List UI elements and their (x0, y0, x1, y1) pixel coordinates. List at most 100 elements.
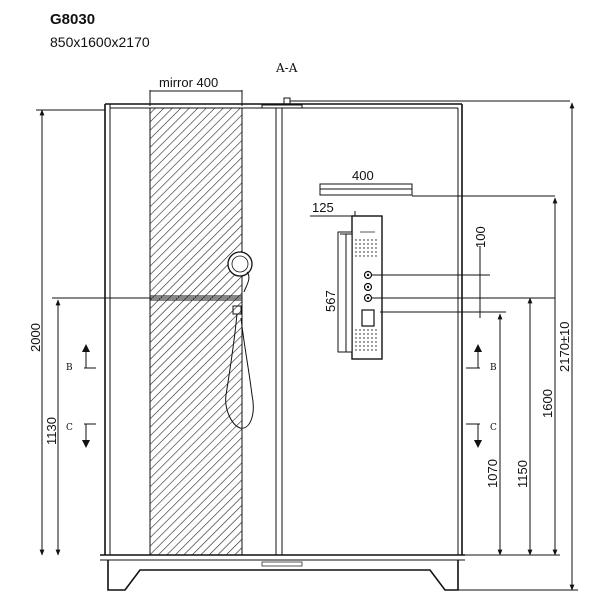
nozzle-dot (359, 349, 361, 351)
nozzle-dot (367, 247, 369, 249)
body-jet-nozzles (355, 239, 377, 351)
nozzle-dot (371, 345, 373, 347)
nozzle-dot (363, 333, 365, 335)
nozzle-dot (371, 341, 373, 343)
nozzle-dot (359, 337, 361, 339)
nozzle-dot (375, 247, 377, 249)
nozzle-dot (371, 329, 373, 331)
nozzle-dot (363, 349, 365, 351)
nozzle-dot (371, 349, 373, 351)
nozzle-dot (363, 337, 365, 339)
nozzle-dot (367, 329, 369, 331)
cabin-frame (100, 103, 465, 561)
panel-offset-label: 125 (312, 200, 334, 215)
nozzle-dot (359, 333, 361, 335)
nozzle-dot (355, 341, 357, 343)
section-c-right-label: C (490, 423, 497, 433)
nozzle-dot (359, 251, 361, 253)
nozzle-dot (363, 239, 365, 241)
section-c-left-label: C (66, 423, 73, 433)
nozzle-dot (359, 329, 361, 331)
nozzle-dot (371, 243, 373, 245)
section-title: A-A (275, 61, 298, 75)
section-mark-right-b (466, 344, 482, 369)
control-spacing-label: 100 (473, 226, 488, 248)
mirror-label: mirror 400 (159, 75, 218, 90)
nozzle-dot (363, 345, 365, 347)
nozzle-dot (355, 239, 357, 241)
right-outer-label: 1600 (540, 389, 555, 418)
nozzle-dot (375, 341, 377, 343)
nozzle-dot (355, 345, 357, 347)
shower-tray (107, 560, 459, 591)
nozzle-dot (375, 329, 377, 331)
mirror-panel (149, 107, 243, 556)
left-mid-label: 1130 (44, 417, 59, 445)
nozzle-dot (363, 341, 365, 343)
mirror-dimension (149, 90, 243, 106)
panel-height-dimension (340, 233, 352, 353)
nozzle-dot (375, 255, 377, 257)
total-height-label: 2170±10 (557, 321, 572, 372)
nozzle-dot (355, 349, 357, 351)
nozzle-dot (371, 337, 373, 339)
left-dimensions (36, 109, 242, 556)
nozzle-dot (367, 243, 369, 245)
top-panel-dimension (319, 183, 555, 197)
nozzle-dot (359, 341, 361, 343)
model-title: G8030 (50, 11, 95, 28)
nozzle-dot (367, 333, 369, 335)
nozzle-dot (375, 337, 377, 339)
nozzle-dot (371, 255, 373, 257)
nozzle-dot (371, 251, 373, 253)
section-mark-left-b (82, 344, 96, 369)
nozzle-dot (375, 345, 377, 347)
nozzle-dot (359, 345, 361, 347)
nozzle-dot (375, 239, 377, 241)
hand-shower (225, 251, 254, 429)
section-b-left-label: B (66, 363, 73, 373)
nozzle-dot (359, 239, 361, 241)
right-mid-label: 1150 (515, 460, 530, 488)
nozzle-dot (355, 251, 357, 253)
nozzle-dot (375, 251, 377, 253)
section-mark-right-c (466, 423, 482, 448)
control-knobs (361, 270, 375, 327)
nozzle-dot (375, 349, 377, 351)
nozzle-dot (359, 243, 361, 245)
nozzle-dot (367, 341, 369, 343)
nozzle-dot (363, 247, 365, 249)
drain-strip (261, 561, 303, 567)
panel-width-label: 400 (352, 168, 374, 183)
right-dimensions (380, 102, 578, 591)
rain-shower-head (261, 97, 570, 109)
model-dimensions: 850x1600x2170 (50, 34, 150, 50)
cabin-height-label: 2000 (28, 323, 43, 352)
nozzle-dot (367, 239, 369, 241)
nozzle-dot (367, 251, 369, 253)
section-b-right-label: B (490, 363, 497, 373)
nozzle-dot (359, 247, 361, 249)
nozzle-dot (367, 337, 369, 339)
nozzle-dot (359, 255, 361, 257)
nozzle-dot (363, 329, 365, 331)
nozzle-dot (367, 345, 369, 347)
nozzle-dot (355, 255, 357, 257)
nozzle-dot (355, 333, 357, 335)
right-inner-label: 1070 (485, 459, 500, 488)
nozzle-dot (371, 247, 373, 249)
nozzle-dot (375, 333, 377, 335)
nozzle-dot (371, 239, 373, 241)
nozzle-dot (371, 333, 373, 335)
panel-height-label: 567 (323, 290, 338, 312)
nozzle-dot (355, 329, 357, 331)
nozzle-dot (355, 247, 357, 249)
section-mark-left-c (82, 423, 96, 448)
nozzle-dot (363, 255, 365, 257)
nozzle-dot (375, 243, 377, 245)
nozzle-dot (355, 337, 357, 339)
nozzle-dot (363, 243, 365, 245)
nozzle-dot (355, 243, 357, 245)
nozzle-dot (367, 349, 369, 351)
